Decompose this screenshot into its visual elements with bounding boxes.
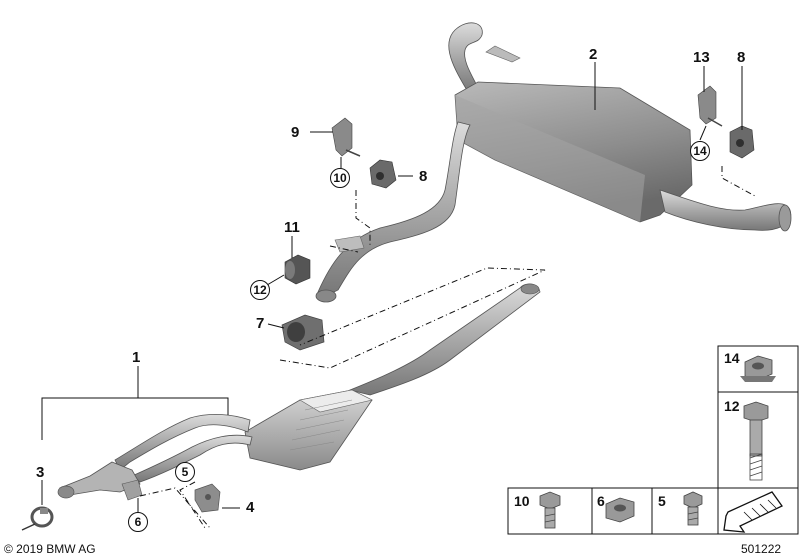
nut-14-icon	[740, 355, 776, 382]
rubber-mount-7	[281, 314, 325, 351]
bolt-5-icon	[683, 491, 703, 526]
rubber-mount-8-right	[729, 125, 755, 159]
bracket-part-4	[194, 483, 221, 513]
rear-silencer	[448, 22, 792, 232]
bolt-12-icon	[743, 401, 769, 481]
copyright-text: © 2019 BMW AG	[4, 542, 96, 556]
label-part-8-right: 8	[737, 49, 746, 66]
label-part-8-left: 8	[419, 168, 428, 185]
bolt-10-icon	[539, 491, 561, 529]
legend-label-10: 10	[514, 493, 530, 509]
label-part-4: 4	[246, 499, 255, 516]
rubber-mount-11	[284, 254, 311, 285]
hanger-13	[697, 85, 723, 127]
label-part-5: 5	[175, 462, 195, 482]
nut-6-icon	[605, 497, 635, 523]
middle-pipe	[315, 121, 471, 303]
label-part-1: 1	[132, 349, 141, 366]
label-part-7: 7	[256, 315, 265, 332]
label-part-10: 10	[330, 168, 350, 188]
legend-label-14: 14	[724, 350, 740, 366]
label-part-11: 11	[284, 219, 300, 236]
label-part-13: 13	[693, 49, 710, 66]
muffler-edge	[455, 95, 645, 222]
label-part-12: 12	[250, 280, 270, 300]
label-part-2: 2	[589, 46, 598, 63]
hanger-9	[331, 117, 361, 157]
legend-label-6: 6	[597, 493, 605, 509]
rubber-mount-8-left	[369, 159, 397, 189]
rear-left-tailpipe	[448, 22, 483, 93]
label-part-6: 6	[128, 512, 148, 532]
legend-label-5: 5	[658, 493, 666, 509]
direction-arrow-icon	[723, 491, 783, 533]
diagram-number: 501222	[741, 542, 782, 556]
label-part-3: 3	[36, 464, 45, 481]
connection-lines	[139, 166, 756, 529]
right-tailpipe-end	[778, 204, 792, 232]
clamp	[21, 506, 54, 531]
leader-lines	[41, 62, 743, 512]
legend-label-12: 12	[724, 398, 740, 414]
label-part-9: 9	[291, 124, 300, 141]
label-part-14: 14	[690, 141, 710, 161]
front-pipe-catalyst	[57, 283, 541, 501]
